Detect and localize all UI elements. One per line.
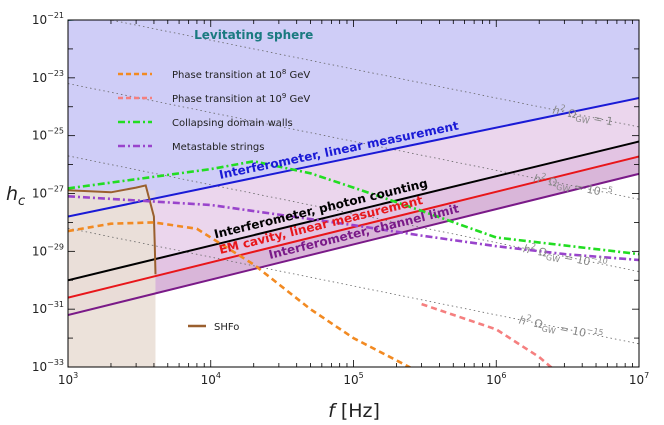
curve-levitating-sphere [68,20,82,21]
legend-label-shfo: SHFo [214,322,239,333]
region-shfo-band [68,190,156,367]
signal-metastable-strings [68,195,639,262]
y-axis-label: hc [6,183,25,209]
label-levitating-sphere: Levitating sphere [194,28,313,42]
y-tick-label-4: 10−29 [32,242,64,258]
x-tick-label-2: 105 [343,371,363,387]
region-interferometer-linear [68,20,639,217]
gw-line-label-1: h2 ΩGW = 10−5 [532,170,614,203]
data-curves [68,20,639,367]
signal-collapsing-domain-walls [68,159,639,256]
legend-label-0: Phase transition at 108 GeV [172,68,310,81]
x-tick-label-1: 104 [201,371,221,387]
x-tick-label-4: 107 [629,371,649,387]
curve-interferometer-photon-counting [68,140,639,282]
x-tick-label-0: 103 [58,371,78,387]
shaded-regions [68,0,639,367]
legend-label-2: Collapsing domain walls [172,118,293,129]
y-tick-label-1: 10−23 [32,69,64,85]
gw-line-label-0: h2 ΩGW = 1 [551,102,614,131]
x-tick-label-3: 106 [486,371,506,387]
legend: Phase transition at 108 GeV Phase transit… [118,68,310,333]
y-tick-label-0: 10−21 [32,11,64,27]
curve-shfo [68,184,157,275]
y-tick-label-3: 10−27 [32,185,64,201]
region-shfo [68,185,156,367]
gw-line-label-3: h2 ΩGW = 10−15 [517,312,604,346]
y-tick-label-6: 10−33 [32,358,64,374]
signal-phase-transition-at-10-9-gev [421,302,553,367]
y-tick-label-5: 10−31 [32,300,64,316]
curve-em-cavity-linear-measurement [68,155,639,299]
legend-label-1: Phase transition at 109 GeV [172,92,310,105]
region-levitating-sphere [68,0,496,20]
y-tick-label-2: 10−25 [32,127,64,143]
axes: 103 104 105 106 107 10−21 10−23 10−25 10−27 10−29… [6,11,649,422]
gw-line-label-2: h2 ΩGW = 10−10 [522,240,609,274]
x-axis-label: f [Hz] [328,400,380,422]
curve-interferometer-channel-limit [68,172,639,316]
region-em-cavity [68,156,639,315]
curve-interferometer-linear-measurement [68,97,639,218]
legend-label-3: Metastable strings [172,142,264,153]
signal-phase-transition-at-10-8-gev [68,221,413,367]
